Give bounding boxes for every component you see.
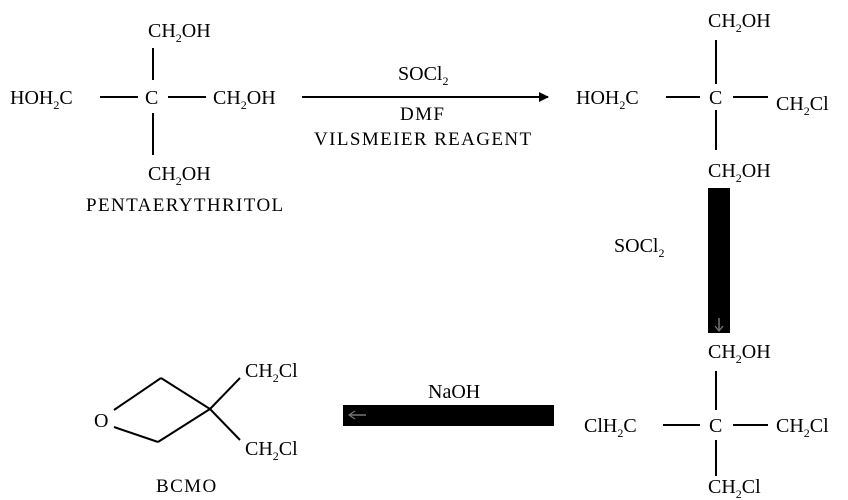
step2-arrow: SOCl2 <box>614 188 730 333</box>
pe-right-group: CH2OH <box>213 87 276 112</box>
bcmo-lower-substituent-bond <box>209 408 241 441</box>
tri-right-group: CH2Cl <box>776 415 829 440</box>
bcmo-upper-group: CH2Cl <box>245 360 298 385</box>
step2-arrowhead <box>714 325 724 332</box>
tri-top-group: CH2OH <box>708 341 771 366</box>
tri-center-carbon: C <box>709 415 722 437</box>
pe-left-group: HOH2C <box>10 87 73 112</box>
trichloro-structure: CH2OH ClH2C C CH2Cl CH2Cl <box>584 341 829 500</box>
bcmo-ring-bond-top-right <box>160 377 211 410</box>
mono-center-carbon: C <box>709 87 722 109</box>
step2-arrow-body <box>708 188 730 333</box>
step1-arrow: SOCl2 DMF VILSMEIER REAGENT <box>302 63 549 150</box>
step3-arrowhead <box>347 410 356 420</box>
step3-arrow-body <box>343 405 554 426</box>
monochloro-structure: CH2OH HOH2C C CH2Cl CH2OH <box>576 10 829 185</box>
bcmo-ring-bond-bottom-left <box>113 426 159 443</box>
mono-bottom-group: CH2OH <box>708 160 771 185</box>
bcmo-upper-substituent-bond <box>209 377 241 410</box>
tri-left-group: ClH2C <box>584 415 637 440</box>
step1-reagent: SOCl2 <box>398 63 448 88</box>
mono-left-group: HOH2C <box>576 87 639 112</box>
bcmo-structure: O CH2Cl CH2Cl BCMO <box>94 360 298 497</box>
mono-right-group: CH2Cl <box>776 93 829 118</box>
pentaerythritol-caption: PENTAERYTHRITOL <box>86 195 285 216</box>
bcmo-lower-group: CH2Cl <box>245 438 298 463</box>
pe-center-carbon: C <box>145 87 158 109</box>
pentaerythritol-structure: CH2OH HOH2C C CH2OH CH2OH PENTAERYTHRITO… <box>10 20 285 216</box>
step3-reagent: NaOH <box>428 381 480 403</box>
bcmo-ring-oxygen: O <box>94 410 108 432</box>
bcmo-ring-bond-bottom-right <box>157 408 211 443</box>
step1-solvent: DMF <box>400 104 445 125</box>
step3-arrow: NaOH <box>343 381 554 426</box>
pe-bottom-group: CH2OH <box>148 163 211 188</box>
tri-bottom-group: CH2Cl <box>708 476 761 500</box>
step1-note: VILSMEIER REAGENT <box>314 129 533 150</box>
mono-top-group: CH2OH <box>708 10 771 35</box>
step2-reagent: SOCl2 <box>614 235 664 260</box>
pe-top-group: CH2OH <box>148 20 211 45</box>
bcmo-ring-bond-top-left <box>113 377 162 411</box>
bcmo-caption: BCMO <box>156 476 218 497</box>
